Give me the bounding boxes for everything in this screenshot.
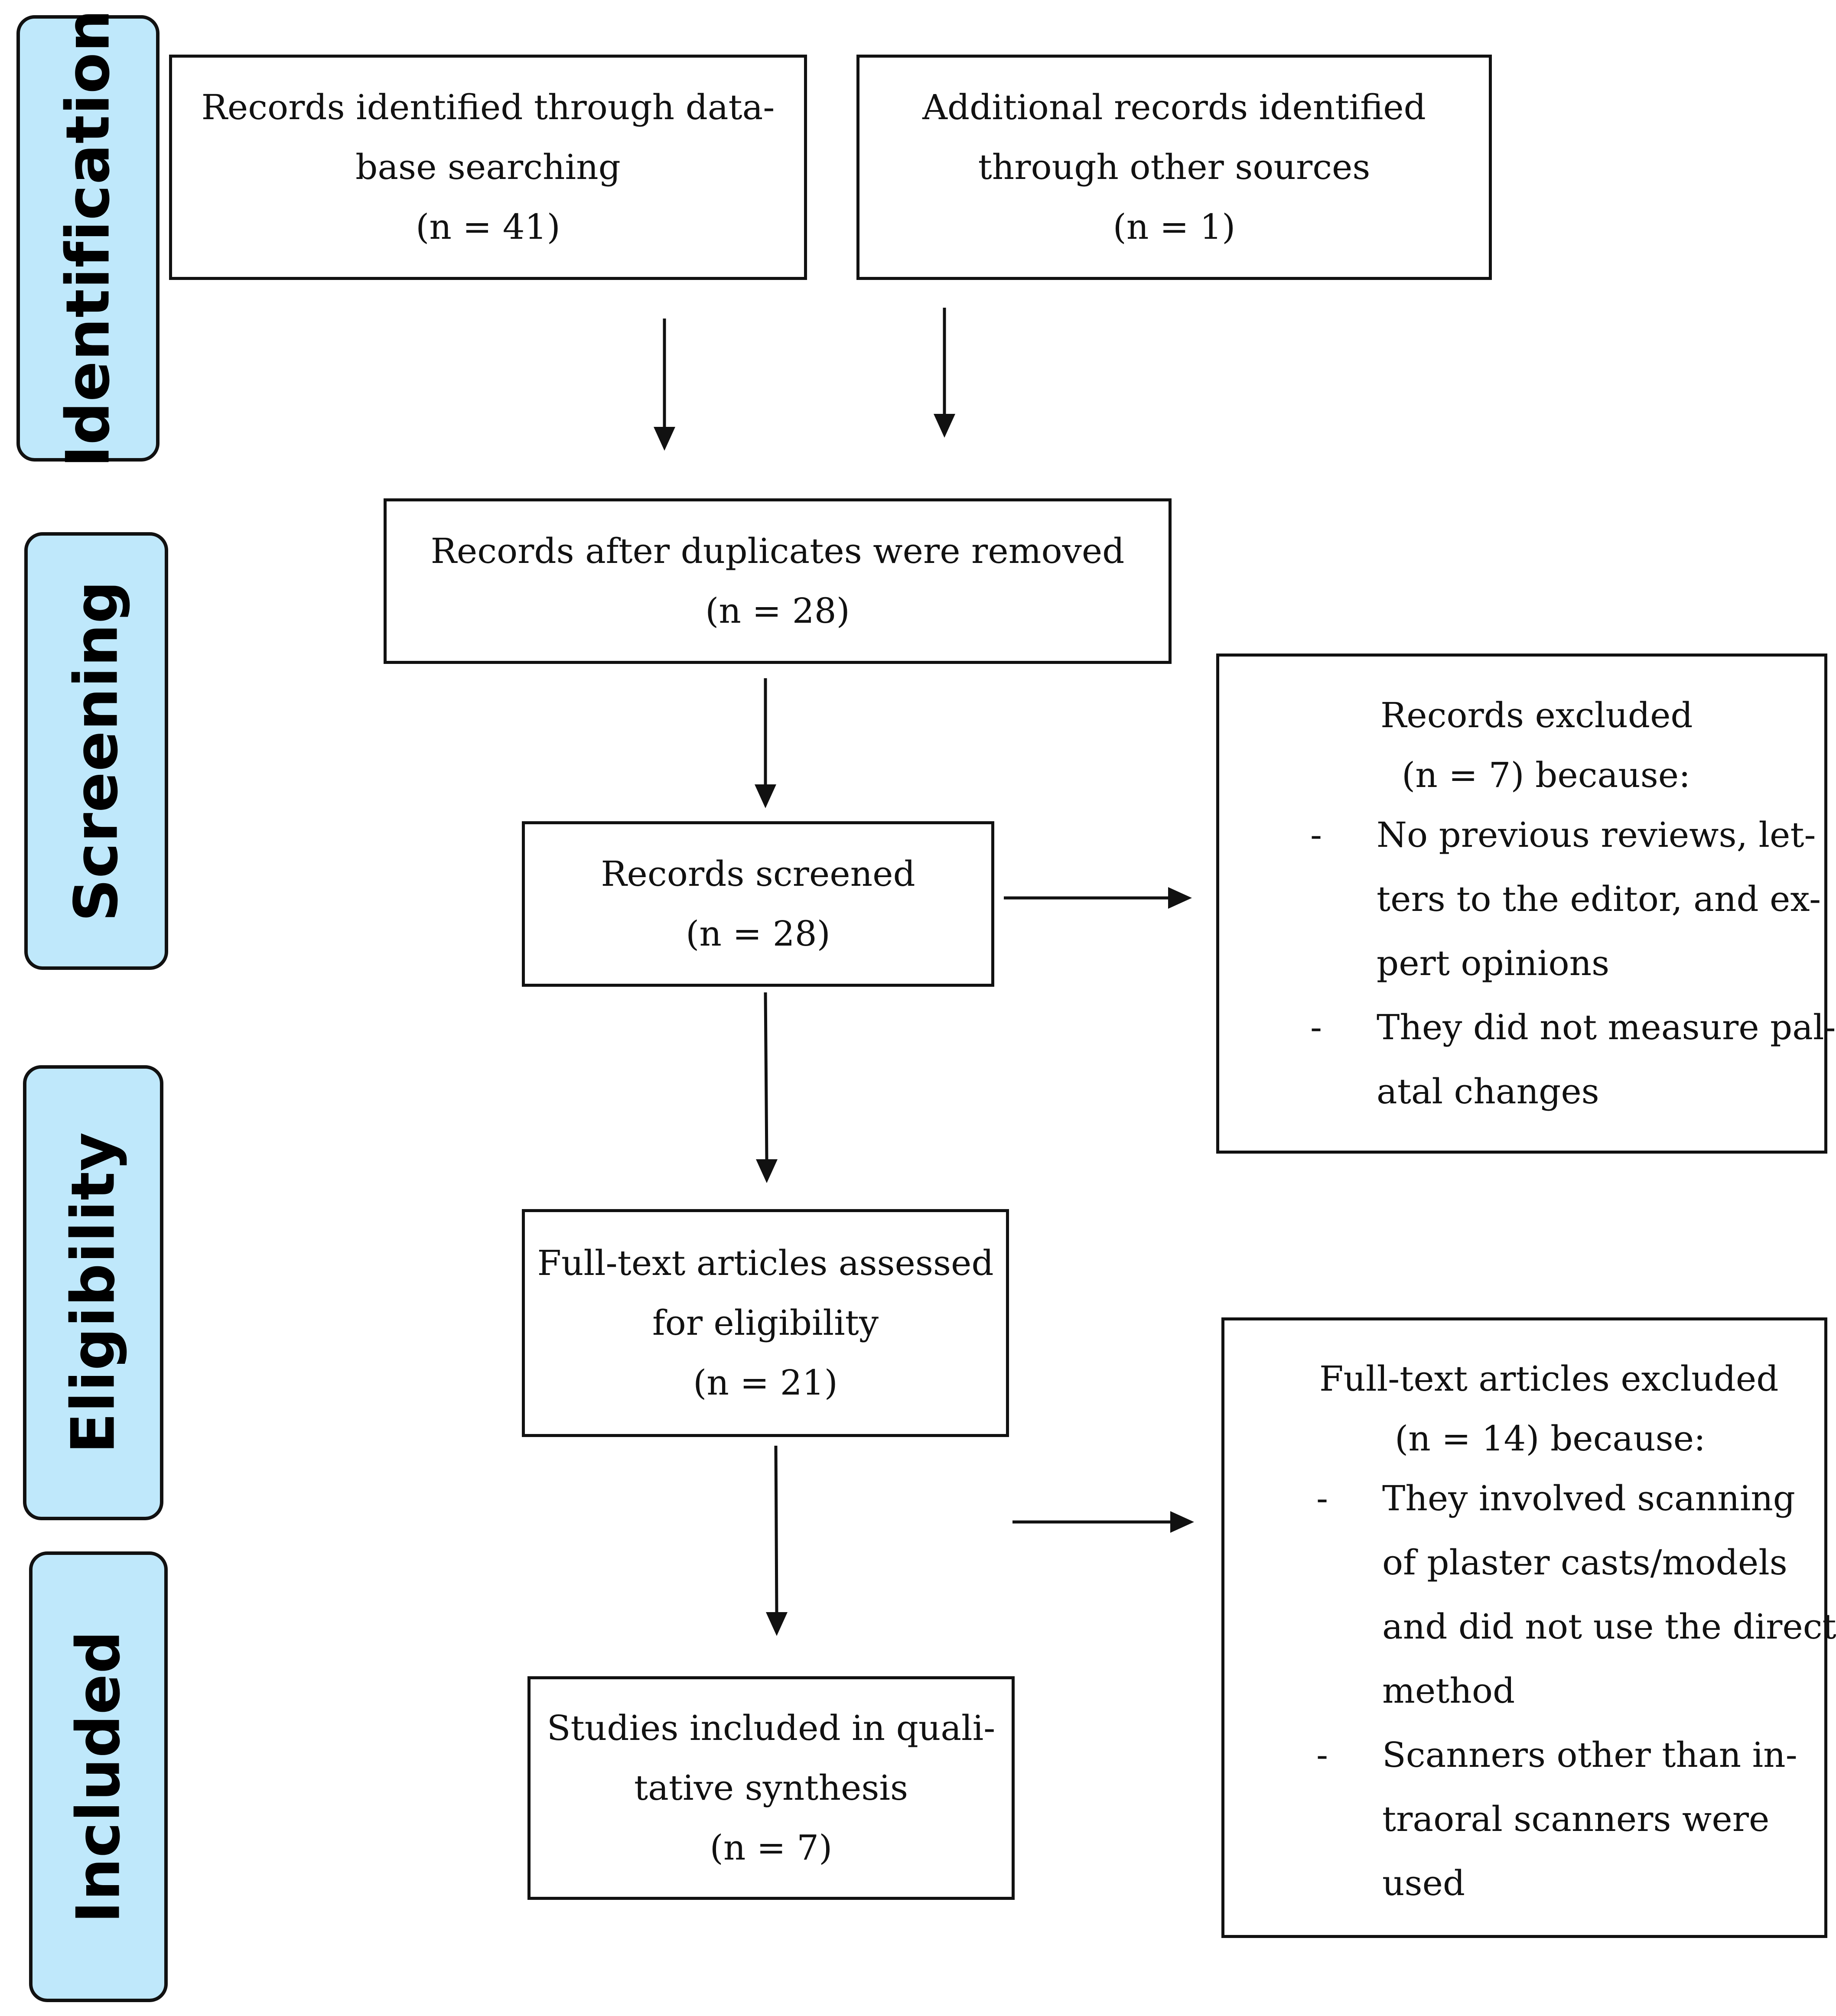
exclusion-reason-line: traoral scanners were <box>1382 1799 1770 1839</box>
fulltext-excluded-box: Full-text articles excluded (n = 14) bec… <box>1221 1317 1836 1938</box>
arrowhead-records-excluded <box>1168 887 1192 909</box>
exclusion-reason-line: atal changes <box>1377 1071 1599 1112</box>
studies-included-box: Studies included in quali- tative synthe… <box>527 1676 1015 1900</box>
bullet-marker: - <box>1316 1478 1328 1519</box>
records-database-box: Records identified through data- base se… <box>169 55 807 280</box>
arrowhead-database <box>654 427 675 451</box>
exclusion-reason-line: Scanners other than in- <box>1382 1735 1797 1775</box>
box-line: for eligibility <box>652 1303 879 1343</box>
box-line: Studies included in quali- <box>547 1708 996 1748</box>
exclusion-reason-line: They did not measure pal- <box>1377 1007 1836 1047</box>
exclusion-reason-line: of plaster casts/models <box>1382 1542 1787 1583</box>
exclusion-reason-line: method <box>1382 1671 1515 1711</box>
exclusion-header: (n = 14) because: <box>1395 1418 1706 1459</box>
box-line: (n = 1) <box>1113 207 1236 247</box>
phase-screening: Screening <box>24 532 168 970</box>
box-line: Additional records identified <box>922 87 1426 127</box>
arrowhead-fulltext <box>756 1159 778 1183</box>
phase-included: Included <box>29 1551 168 2002</box>
arrowhead-other <box>934 414 955 438</box>
box-line: (n = 28) <box>686 914 830 954</box>
box-line: tative synthesis <box>634 1768 908 1808</box>
phase-eligibility: Eligibility <box>23 1065 163 1520</box>
exclusion-header: Records excluded <box>1380 695 1693 735</box>
arrow-screened-to-fulltext <box>764 992 768 1160</box>
exclusion-reason-line: pert opinions <box>1377 943 1610 983</box>
exclusion-reason-line: No previous reviews, let- <box>1377 815 1816 855</box>
exclusion-reason-line: and did not use the direct <box>1382 1606 1836 1647</box>
duplicates-removed-box: Records after duplicates were removed (n… <box>384 498 1172 664</box>
box-line: (n = 21) <box>693 1362 838 1403</box>
bullet-marker: - <box>1310 1007 1322 1047</box>
exclusion-reason-line: used <box>1382 1863 1465 1903</box>
box-line: Records identified through data- <box>201 87 775 127</box>
full-text-assessed-box: Full-text articles assessed for eligibil… <box>522 1209 1009 1437</box>
box-line: Records screened <box>601 854 915 894</box>
exclusion-reason-line: ters to the editor, and ex- <box>1377 879 1821 919</box>
arrowhead-screened <box>755 784 776 808</box>
exclusion-reason-line: They involved scanning <box>1382 1478 1796 1519</box>
arrow-fulltext-to-included <box>774 1445 778 1613</box>
arrowhead-fulltext-excluded <box>1170 1511 1194 1533</box>
box-line: Records after duplicates were removed <box>430 531 1125 571</box>
exclusion-header: Full-text articles excluded <box>1319 1359 1779 1399</box>
records-excluded-box: Records excluded (n = 7) because: - No p… <box>1216 654 1836 1154</box>
records-screened-box: Records screened (n = 28) <box>522 821 994 987</box>
arrowhead-included <box>766 1612 788 1636</box>
exclusion-header: (n = 7) because: <box>1402 755 1691 795</box>
phase-identification: Identification <box>16 9 160 468</box>
records-other-sources-box: Additional records identified through ot… <box>856 55 1492 280</box>
box-line: (n = 7) <box>710 1827 833 1868</box>
bullet-marker: - <box>1316 1735 1328 1775</box>
box-line: Full-text articles assessed <box>537 1243 994 1283</box>
box-line: (n = 41) <box>416 207 560 247</box>
box-line: through other sources <box>978 147 1370 187</box>
bullet-marker: - <box>1310 815 1322 855</box>
box-line: (n = 28) <box>705 591 850 631</box>
box-line: base searching <box>355 147 621 187</box>
